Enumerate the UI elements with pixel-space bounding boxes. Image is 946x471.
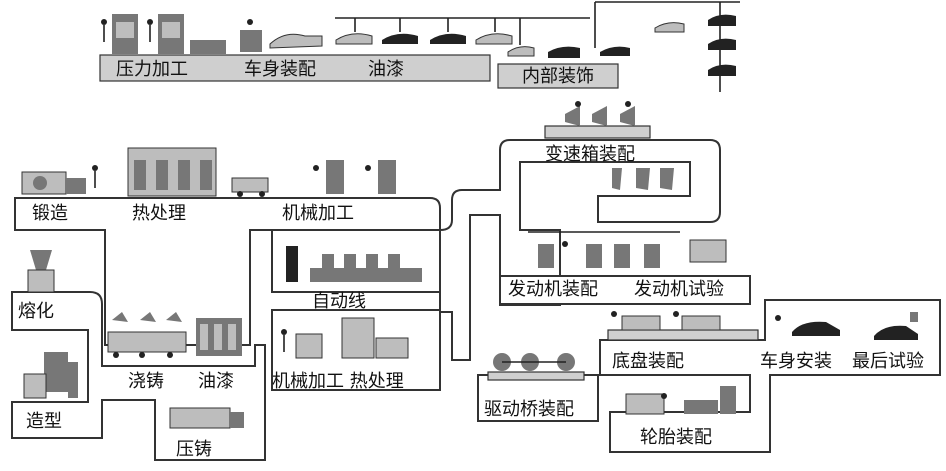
automatic-line-label: 自动线 (312, 291, 366, 312)
tire-assembly-icon (625, 386, 736, 415)
engine-assembly-icon (528, 231, 727, 268)
die-casting-label: 压铸 (176, 439, 212, 460)
paint-left-label: 油漆 (198, 371, 234, 392)
tire-assembly-label: 轮胎装配 (640, 427, 712, 448)
press-machine-icon (101, 14, 226, 54)
paint-booth-icon (196, 318, 242, 356)
body-mounting-label: 车身安装 (760, 351, 832, 372)
body-assembly-icon (240, 19, 323, 52)
paint-top-label: 油漆 (368, 59, 404, 80)
top-line (99, 1, 740, 92)
engine-test-label: 发动机试验 (634, 279, 724, 300)
transmission-floor (544, 125, 651, 139)
body-mounting-icon (775, 315, 840, 336)
heat-treatment-icon (127, 147, 217, 197)
paint-conveyor-icon (335, 17, 590, 45)
interior-label: 内部装饰 (522, 66, 594, 87)
machining-heat-label: 机械加工 热处理 (272, 371, 404, 392)
forging-label: 锻造 (32, 203, 68, 224)
die-casting-icon (169, 407, 244, 429)
machining-heat-icon (281, 317, 409, 359)
transmission-label: 变速箱装配 (545, 144, 635, 165)
drive-axle-label: 驱动桥装配 (484, 399, 574, 420)
automatic-line-icon (286, 246, 422, 282)
melting-furnace-icon (27, 250, 55, 293)
pouring-cart-icon (107, 312, 187, 358)
engine-row (499, 275, 751, 305)
forging-icon (21, 165, 98, 195)
melting-label: 熔化 (18, 301, 54, 322)
heat-treatment-label: 热处理 (132, 203, 186, 224)
drive-axle-icon (487, 353, 585, 381)
pouring-label: 浇铸 (128, 371, 164, 392)
machining-top-icon (231, 160, 396, 197)
final-test-icon (874, 312, 918, 340)
top-line-floor (99, 54, 491, 82)
chassis-assembly-label: 底盘装配 (612, 351, 684, 372)
press-label: 压力加工 (116, 59, 188, 80)
molding-label: 造型 (26, 411, 62, 432)
interior-floor (497, 63, 619, 89)
interior-conveyor-icon (507, 1, 740, 92)
drive-axle-box (477, 374, 599, 422)
transmission-assembly-icon (544, 101, 674, 190)
molding-machine-icon (23, 352, 78, 399)
chassis-assembly-icon (607, 311, 759, 341)
right-connector (439, 139, 721, 361)
machining-top-label: 机械加工 (282, 203, 354, 224)
body-assembly-label: 车身装配 (244, 59, 316, 80)
final-test-label: 最后试验 (852, 351, 924, 372)
engine-assembly-label: 发动机装配 (508, 279, 598, 300)
